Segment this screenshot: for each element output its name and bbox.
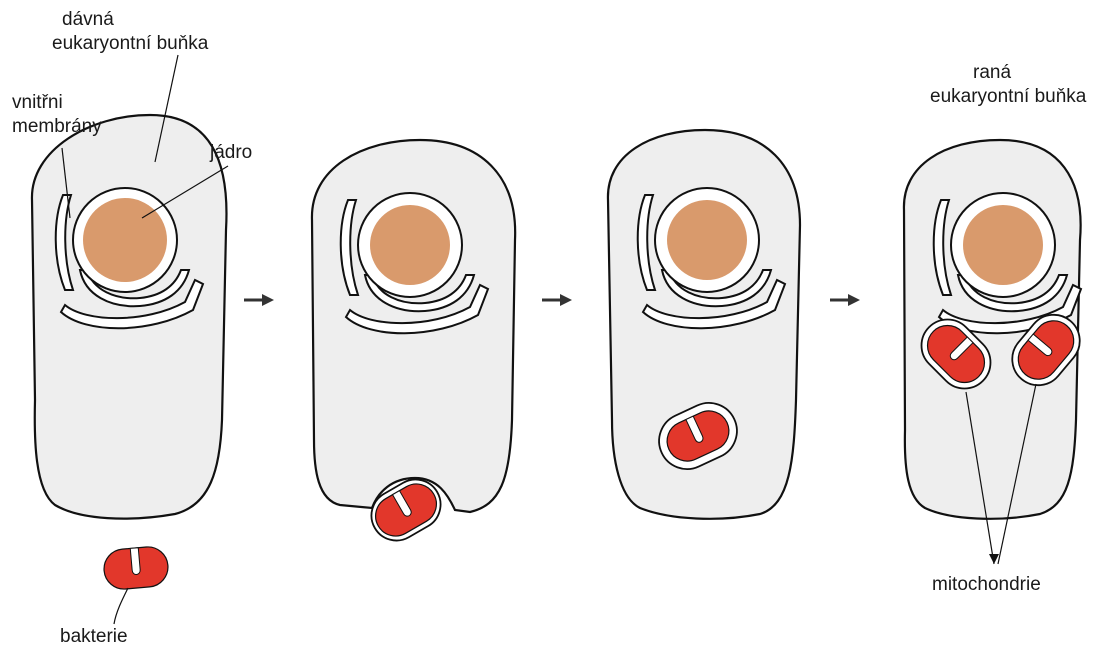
label-bacterium: bakterie [60,626,128,647]
cell-stage-3 [608,130,800,519]
arrow-1 [244,294,274,306]
cell-stage-4 [904,140,1090,519]
label-early-cell: raná eukaryontní buňka [930,62,1087,107]
label-ancient-cell-line2: eukaryontní buňka [52,33,209,54]
label-nucleus: jádro [209,142,252,163]
label-mitochondria: mitochondrie [932,574,1041,595]
leader-bacterium [114,588,128,624]
label-ancient-cell: dávná eukaryontní buňka [52,9,209,54]
nucleus-3 [667,200,747,280]
label-inner-membranes: vnitřni membrány [12,92,102,137]
nucleus-4 [963,205,1043,285]
cell-stage-1 [32,115,227,519]
label-ancient-cell-line1: dávná [62,9,114,30]
arrow-2 [542,294,572,306]
free-bacterium [102,545,169,590]
arrow-3 [830,294,860,306]
nucleus-2 [370,205,450,285]
cell-stage-2 [312,140,515,550]
